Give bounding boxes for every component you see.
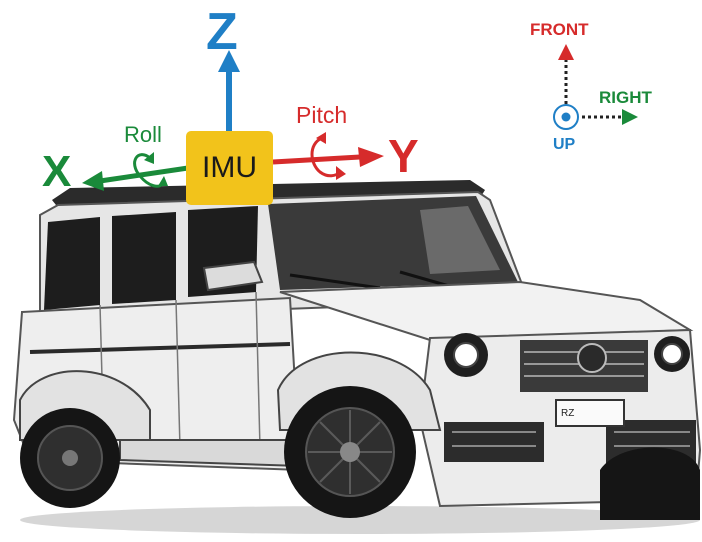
z-axis-label: Z — [206, 3, 238, 61]
imu-label: IMU — [202, 151, 257, 184]
up-direction-label: UP — [553, 136, 576, 153]
roll-label: Roll — [124, 122, 162, 147]
y-axis-label: Y — [388, 130, 419, 182]
right-direction-label: RIGHT — [599, 88, 652, 107]
pitch-label: Pitch — [296, 102, 348, 128]
front-direction-label: FRONT — [530, 20, 589, 39]
x-axis-label: X — [42, 147, 72, 196]
imu-box: IMU — [186, 131, 273, 205]
license-plate-text: RZ — [561, 408, 575, 419]
